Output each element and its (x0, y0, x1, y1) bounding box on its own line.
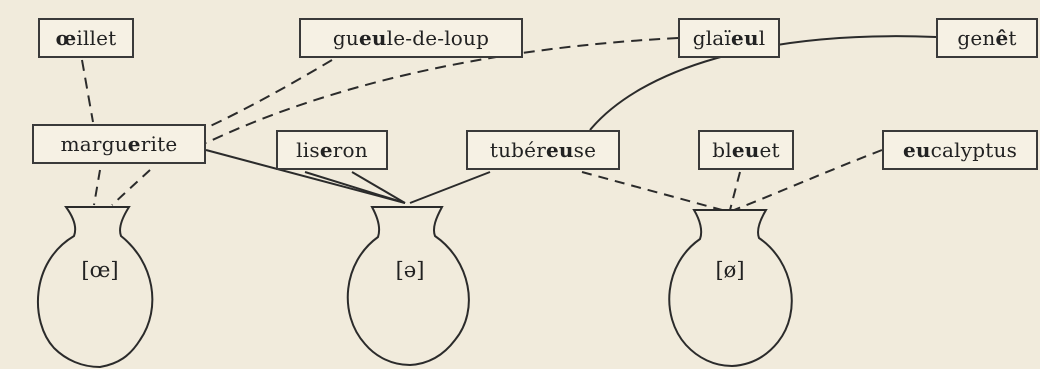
vowel-spelling-highlight: e (319, 138, 333, 162)
word-fragment: gen (957, 26, 996, 50)
vowel-spelling-highlight: œ (55, 26, 77, 50)
link-liseron-schwa-2 (351, 171, 406, 204)
link-marguerite-oe-2 (111, 169, 151, 206)
vowel-spelling-highlight: eu (358, 26, 387, 50)
link-genet-tubereuse (589, 35, 937, 131)
word-fragment: rite (140, 132, 178, 156)
word-fragment: le-de-loup (386, 26, 490, 50)
link-tubereuse-schwa (409, 171, 491, 204)
link-glaieul-marguerite (205, 37, 679, 144)
pot-label-schwa: [ə] (395, 258, 425, 282)
link-eucalyptus-oslash (733, 149, 883, 211)
word-fragment: glaï (692, 26, 732, 50)
link-gueule-marguerite (205, 59, 333, 129)
pot-oslash (668, 209, 793, 368)
word-fragment: illet (76, 26, 117, 50)
pot-schwa (346, 206, 470, 367)
link-liseron-schwa-1 (304, 171, 406, 204)
word-fragment: l (758, 26, 766, 50)
word-fragment: bl (712, 138, 732, 162)
word-fragment: ron (332, 138, 368, 162)
word-fragment: t (1008, 26, 1017, 50)
vowel-spelling-highlight: eu (545, 138, 574, 162)
link-bleuet-oslash (729, 171, 741, 211)
link-oeillet-marguerite (81, 59, 94, 123)
word-fragment: tubér (489, 138, 546, 162)
vowel-spelling-highlight: ê (995, 26, 1009, 50)
link-marguerite-schwa (205, 149, 406, 204)
vowel-spelling-highlight: e (127, 132, 141, 156)
link-tubereuse-oslash (581, 171, 723, 211)
word-fragment: lis (296, 138, 320, 162)
vowel-spelling-highlight: eu (902, 138, 931, 162)
pot-label-oslash: [ø] (715, 258, 745, 282)
word-fragment: et (759, 138, 780, 162)
word-fragment: gu (332, 26, 359, 50)
link-marguerite-oe-1 (93, 169, 101, 206)
pot-label-oe: [œ] (81, 258, 119, 282)
word-fragment: se (573, 138, 597, 162)
word-fragment: margu (60, 132, 128, 156)
vowel-spelling-highlight: eu (731, 138, 760, 162)
vowel-spelling-highlight: eu (731, 26, 759, 50)
word-fragment: calyptus (930, 138, 1018, 162)
pot-oe (37, 206, 154, 369)
